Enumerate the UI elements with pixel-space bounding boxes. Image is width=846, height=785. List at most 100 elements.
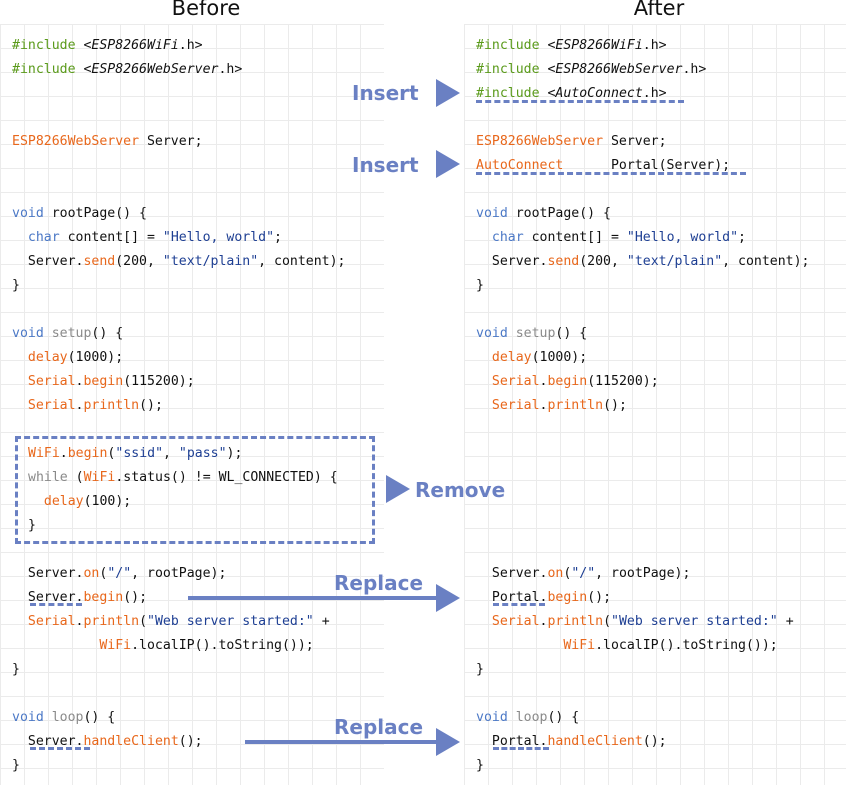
object-name: WiFi [83,470,116,485]
keyword: void [476,710,508,725]
code-text: () { [555,326,588,341]
object-name: Serial [27,374,76,389]
object-name: Serial [491,614,540,629]
preprocessor: #include [12,38,76,53]
code-line-serial-begin: Serial.begin(115200); [12,370,195,394]
code-text: ); [226,446,243,461]
before-title: Before [171,0,241,20]
indent [476,230,492,245]
function-name: begin [547,374,588,389]
function-name: setup [515,326,556,341]
indent [476,398,492,413]
code-line-include-wifi: #include <ESP8266WiFi.h> [12,34,203,58]
function-name: handleClient [83,734,179,749]
object-name: Server [27,734,76,749]
preprocessor: #include [476,38,540,53]
code-line-delay: delay(1000); [12,346,123,370]
indent [12,734,28,749]
code-text: .h> [642,86,667,101]
code-text: .h> [178,38,203,53]
indent [12,638,99,653]
code-text: ( [107,446,116,461]
code-line-content: char content[] = "Hello, world"; [12,226,282,250]
code-text: < [539,86,556,101]
preprocessor: #include [476,62,540,77]
string-literal: "text/plain" [162,254,259,269]
code-line-rootpage-sig: void rootPage() { [12,202,147,226]
code-text: Server. [12,254,84,269]
preprocessor: #include [12,62,76,77]
code-text [44,710,52,725]
function-name: loop [51,710,84,725]
indent [476,638,563,653]
code-line-setup-sig: void setup() { [476,322,587,346]
code-line-serial-begin: Serial.begin(115200); [476,370,659,394]
code-text: Server. [476,254,548,269]
string-literal: "/" [107,566,132,581]
function-name: begin [67,446,108,461]
string-literal: "Web server started:" [147,614,314,629]
remove-highlight-box [15,436,375,544]
keyword: char [27,230,60,245]
code-text: content[] = [523,230,627,245]
replace-arrow-shaft [245,740,438,744]
server-handleclient-underline [30,747,90,750]
code-text: (100); [83,494,132,509]
function-name: send [547,254,580,269]
code-line-loop-close: } [12,758,20,773]
indent [12,590,28,605]
object-name: Portal [491,590,540,605]
code-text: < [539,62,556,77]
function-name: loop [515,710,548,725]
function-name: println [83,398,140,413]
object-name: Portal [491,734,540,749]
code-text: .h> [642,38,667,53]
replace-label: Replace [334,571,424,595]
header-name: ESP8266WebServer [555,62,683,77]
code-text: Server. [476,566,548,581]
after-title: After [633,0,685,20]
header-name: ESP8266WiFi [555,38,643,53]
code-text: ; [274,230,282,245]
function-name: delay [27,350,68,365]
code-line-portal-begin: Portal.begin(); [476,586,611,610]
string-literal: "pass" [178,446,227,461]
code-text: . [539,398,548,413]
code-text: , content); [722,254,810,269]
string-literal: "Hello, world" [626,230,739,245]
code-text: .status() != WL_CONNECTED) { [115,470,338,485]
code-text: ( [99,566,108,581]
code-line-loop-sig: void loop() { [476,706,579,730]
code-text: (); [139,398,163,413]
code-text: < [75,62,92,77]
object-name: Server [27,590,76,605]
before-code: #include <ESP8266WiFi.h> #include <ESP82… [0,24,346,773]
insert-arrow-icon [436,79,460,107]
code-line-serial-println: Serial.println(); [476,394,627,418]
type-name: AutoConnect [476,158,564,173]
code-text: ( [139,614,148,629]
type-name: ESP8266WebServer [12,134,140,149]
code-text: (); [603,398,627,413]
code-line-close-brace: } [12,278,20,293]
function-name: on [83,566,100,581]
code-text: () { [547,710,580,725]
code-text: . [75,374,84,389]
code-line-include-webserver: #include <ESP8266WebServer.h> [476,58,706,82]
function-name: handleClient [547,734,643,749]
object-name: Serial [491,398,540,413]
keyword: while [28,470,68,485]
function-name: begin [83,374,124,389]
code-text: . [539,374,548,389]
function-name: begin [83,590,124,605]
code-text: () { [83,710,116,725]
function-name: delay [491,350,532,365]
code-line-server-decl: ESP8266WebServer Server; [12,130,203,154]
header-name: ESP8266WiFi [91,38,179,53]
code-text: Server. [12,566,84,581]
code-text: ( [563,566,572,581]
string-literal: "text/plain" [626,254,723,269]
indent [476,374,492,389]
code-line-while: while (WiFi.status() != WL_CONNECTED) { [28,466,338,490]
keyword: void [12,326,44,341]
